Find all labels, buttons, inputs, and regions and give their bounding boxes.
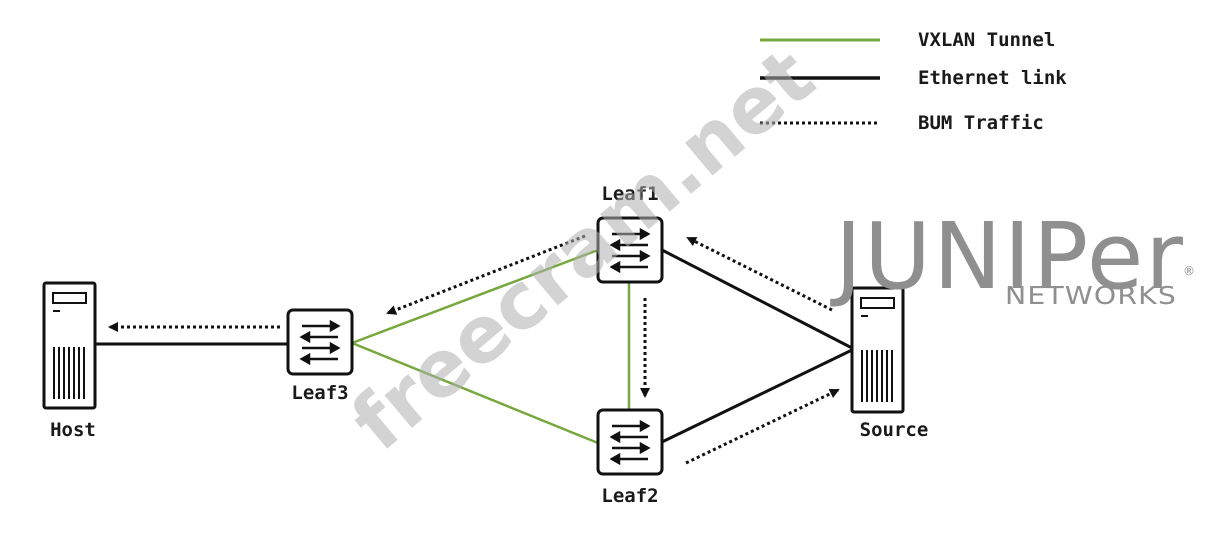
switch-leaf1 — [596, 216, 664, 284]
server-host — [42, 281, 97, 410]
watermark: freecram.net — [335, 32, 831, 469]
vxlan-tunnel-leaf3-leaf2 — [351, 341, 599, 445]
logo-name: JUNIPer — [830, 203, 1185, 310]
bum-traffic — [108, 234, 840, 465]
legend-ethernet-label: Ethernet link — [918, 67, 1067, 89]
vxlan-tunnel-leaf3-leaf1 — [351, 248, 599, 345]
label-source: Source — [860, 419, 929, 441]
label-leaf2: Leaf2 — [601, 485, 658, 507]
switch-icon — [286, 308, 354, 376]
label-leaf1: Leaf1 — [601, 183, 658, 205]
label-host: Host — [50, 419, 96, 441]
bum-arrow-leaf1-to-leaf3 — [386, 234, 586, 315]
ethernet-link-leaf2-source — [661, 348, 853, 444]
bum-arrow-leaf2-to-source — [685, 388, 840, 465]
switch-icon — [596, 408, 664, 476]
bum-arrow-source-to-leaf1 — [686, 236, 833, 312]
label-leaf3: Leaf3 — [291, 382, 348, 404]
server-icon — [42, 281, 97, 410]
vxlan-tunnels — [351, 248, 631, 445]
logo-registered-mark: ® — [1183, 264, 1195, 278]
legend-vxlan-label: VXLAN Tunnel — [918, 29, 1055, 51]
legend: VXLAN Tunnel Ethernet link BUM Traffic — [760, 29, 1067, 134]
logo-sub: NETWORKS — [1005, 281, 1177, 310]
ethernet-links — [95, 248, 853, 444]
server-source — [850, 286, 905, 414]
juniper-logo: JUNIPer ® NETWORKS — [830, 203, 1195, 310]
switch-leaf3 — [286, 308, 354, 376]
ethernet-link-leaf1-source — [661, 248, 853, 350]
switch-leaf2 — [596, 408, 664, 476]
legend-bum-label: BUM Traffic — [918, 112, 1044, 134]
